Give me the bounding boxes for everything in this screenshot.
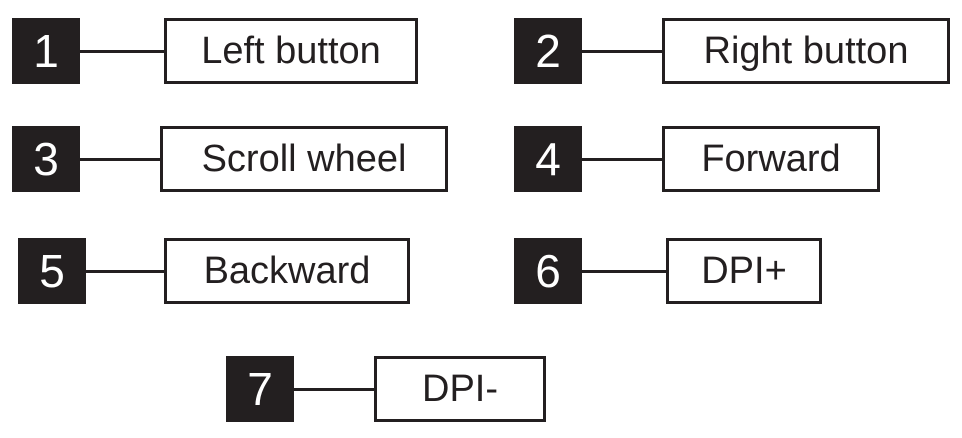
legend-label: Right button — [662, 18, 950, 84]
connector-line — [582, 270, 668, 273]
legend-number-badge: 7 — [226, 356, 294, 422]
legend-label: DPI+ — [666, 238, 822, 304]
connector-line — [582, 158, 664, 161]
legend-number-badge: 6 — [514, 238, 582, 304]
connector-line — [86, 270, 166, 273]
connector-line — [582, 50, 664, 53]
legend-number-badge: 2 — [514, 18, 582, 84]
legend-label: Left button — [164, 18, 418, 84]
legend-number-badge: 3 — [12, 126, 80, 192]
connector-line — [80, 50, 176, 53]
legend-number-badge: 5 — [18, 238, 86, 304]
connector-line — [80, 158, 162, 161]
connector-line — [294, 388, 376, 391]
legend-number-badge: 1 — [12, 18, 80, 84]
legend-label: Backward — [164, 238, 410, 304]
legend-label: Scroll wheel — [160, 126, 448, 192]
legend-number-badge: 4 — [514, 126, 582, 192]
legend-label: Forward — [662, 126, 880, 192]
legend-label: DPI- — [374, 356, 546, 422]
